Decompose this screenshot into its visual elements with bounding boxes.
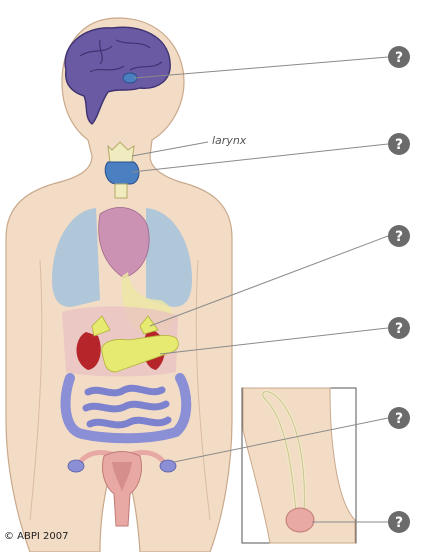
right-ovary xyxy=(159,459,177,473)
left-adrenal-gland xyxy=(91,315,111,337)
question-button-pancreas[interactable]: ? xyxy=(388,317,410,339)
larynx-label: larynx xyxy=(212,134,247,147)
uterus-inner xyxy=(112,462,132,492)
arm-line-right xyxy=(195,259,211,521)
leader-line-adrenal xyxy=(149,235,389,327)
vas-deferens-outline xyxy=(262,391,305,513)
question-button-brain[interactable]: ? xyxy=(388,46,410,68)
larynx-organ xyxy=(107,141,135,163)
pancreas-organ xyxy=(101,335,179,373)
question-button-testes[interactable]: ? xyxy=(388,511,410,533)
leader-line-pancreas xyxy=(159,327,389,355)
leader-line-ovary xyxy=(173,417,389,463)
thyroid-gland xyxy=(104,161,140,185)
question-icon: ? xyxy=(395,411,403,427)
question-button-thyroid[interactable]: ? xyxy=(388,133,410,155)
right-lung xyxy=(146,208,192,307)
question-icon: ? xyxy=(395,137,403,153)
question-icon: ? xyxy=(395,229,403,245)
question-icon: ? xyxy=(395,515,403,531)
question-button-adrenal[interactable]: ? xyxy=(388,225,410,247)
leader-line-thyroid xyxy=(131,143,389,173)
left-lung xyxy=(52,208,100,307)
leader-line-brain xyxy=(133,56,389,79)
leader-line-larynx xyxy=(131,141,209,157)
question-circle xyxy=(388,46,410,68)
arm-line-left xyxy=(29,259,43,521)
question-circle xyxy=(388,225,410,247)
trachea xyxy=(114,183,128,199)
question-icon: ? xyxy=(395,321,403,337)
question-circle xyxy=(388,511,410,533)
question-circle xyxy=(388,317,410,339)
left-ovary xyxy=(67,459,85,473)
question-circle xyxy=(388,133,410,155)
copyright-notice: © ABPI 2007 xyxy=(4,531,69,542)
large-intestine xyxy=(60,373,192,444)
question-button-ovaries[interactable]: ? xyxy=(388,407,410,429)
question-icon: ? xyxy=(395,50,403,66)
leader-lines xyxy=(131,56,389,523)
brain-folds xyxy=(79,39,163,73)
left-kidney xyxy=(76,332,101,370)
testis-organ xyxy=(285,507,315,533)
question-circle xyxy=(388,407,410,429)
right-adrenal-gland xyxy=(139,315,159,335)
heart-organ xyxy=(98,207,150,279)
small-intestine xyxy=(82,384,172,429)
